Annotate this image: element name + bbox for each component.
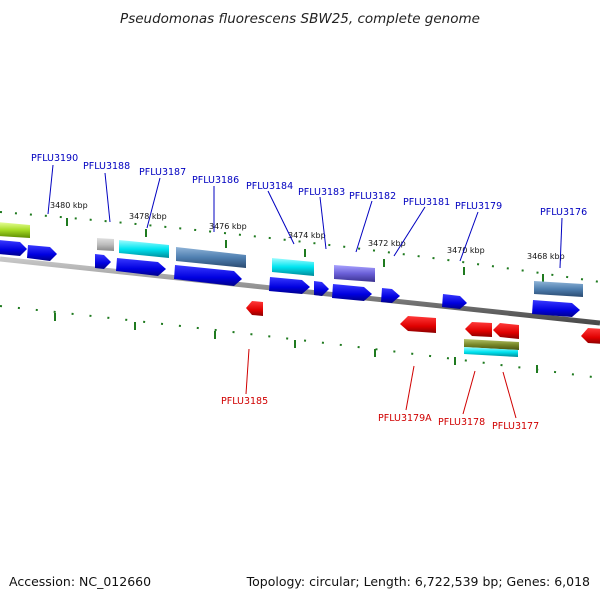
gene-box[interactable] xyxy=(176,247,246,268)
gene-arrow[interactable] xyxy=(314,281,329,296)
gene-arrow[interactable] xyxy=(465,322,492,337)
map-title: Pseudomonas fluorescens SBW25, complete … xyxy=(120,11,480,27)
gene-box[interactable] xyxy=(464,347,518,357)
forward-genes-inner xyxy=(0,240,580,317)
gene-arrow[interactable] xyxy=(381,288,400,303)
gene-arrow[interactable] xyxy=(400,316,436,333)
gene-arrow[interactable] xyxy=(269,277,310,294)
gene-label-pflu3188[interactable]: PFLU3188 xyxy=(83,161,130,172)
tick-label: 3474 kbp xyxy=(288,231,326,240)
reverse-major-ticks xyxy=(54,313,538,373)
gene-label-pflu3182[interactable]: PFLU3182 xyxy=(349,191,396,202)
gene-arrow[interactable] xyxy=(332,284,372,301)
tick-label: 3470 kbp xyxy=(447,246,485,255)
forward-major-ticks xyxy=(66,218,544,282)
gene-box[interactable] xyxy=(464,339,519,350)
accession-text: Accession: NC_012660 xyxy=(9,574,151,589)
forward-connectors xyxy=(47,164,563,269)
gene-box[interactable] xyxy=(119,240,169,258)
gene-box[interactable] xyxy=(0,222,30,238)
gene-arrow[interactable] xyxy=(246,301,263,316)
tick-label: 3472 kbp xyxy=(368,239,406,248)
gene-label-pflu3183[interactable]: PFLU3183 xyxy=(298,187,345,198)
tick-label: 3476 kbp xyxy=(209,222,247,231)
gene-arrow[interactable] xyxy=(581,328,600,344)
reverse-labels: PFLU3185 PFLU3179A PFLU3178 PFLU3177 xyxy=(221,396,539,432)
gene-box[interactable] xyxy=(272,258,314,276)
reverse-connectors xyxy=(245,348,517,419)
gene-label-pflu3176[interactable]: PFLU3176 xyxy=(540,207,587,218)
gene-arrow[interactable] xyxy=(532,300,580,317)
gene-box[interactable] xyxy=(334,265,375,282)
gene-arrow[interactable] xyxy=(174,265,242,286)
gene-arrow[interactable] xyxy=(0,240,27,256)
gene-label-pflu3179a[interactable]: PFLU3179A xyxy=(378,413,432,424)
gene-box[interactable] xyxy=(534,281,583,297)
gene-label-pflu3178[interactable]: PFLU3178 xyxy=(438,417,485,428)
reverse-genes-outer xyxy=(464,339,519,357)
tick-label: 3468 kbp xyxy=(527,252,565,261)
gene-label-pflu3187[interactable]: PFLU3187 xyxy=(139,167,186,178)
forward-genes-outer xyxy=(0,222,583,297)
topology-text: Topology: circular; Length: 6,722,539 bp… xyxy=(246,574,590,589)
gene-arrow[interactable] xyxy=(95,254,111,269)
tick-label: 3480 kbp xyxy=(50,201,88,210)
gene-arrow[interactable] xyxy=(116,258,166,276)
gene-box[interactable] xyxy=(97,238,114,251)
gene-arrow[interactable] xyxy=(27,245,57,261)
gene-label-pflu3185[interactable]: PFLU3185 xyxy=(221,396,268,407)
gene-label-pflu3179[interactable]: PFLU3179 xyxy=(455,201,502,212)
gene-label-pflu3186[interactable]: PFLU3186 xyxy=(192,175,239,186)
gene-label-pflu3184[interactable]: PFLU3184 xyxy=(246,181,293,192)
gene-label-pflu3181[interactable]: PFLU3181 xyxy=(403,197,450,208)
reverse-genes-inner xyxy=(246,301,600,344)
forward-labels: PFLU3190 PFLU3188 PFLU3187 PFLU3186 PFLU… xyxy=(31,153,587,218)
forward-tick-track xyxy=(0,211,600,283)
tick-label: 3478 kbp xyxy=(129,212,167,221)
gene-label-pflu3177[interactable]: PFLU3177 xyxy=(492,421,539,432)
gene-arrow[interactable] xyxy=(442,294,467,309)
gene-arrow[interactable] xyxy=(493,323,519,339)
gene-label-pflu3190[interactable]: PFLU3190 xyxy=(31,153,78,164)
